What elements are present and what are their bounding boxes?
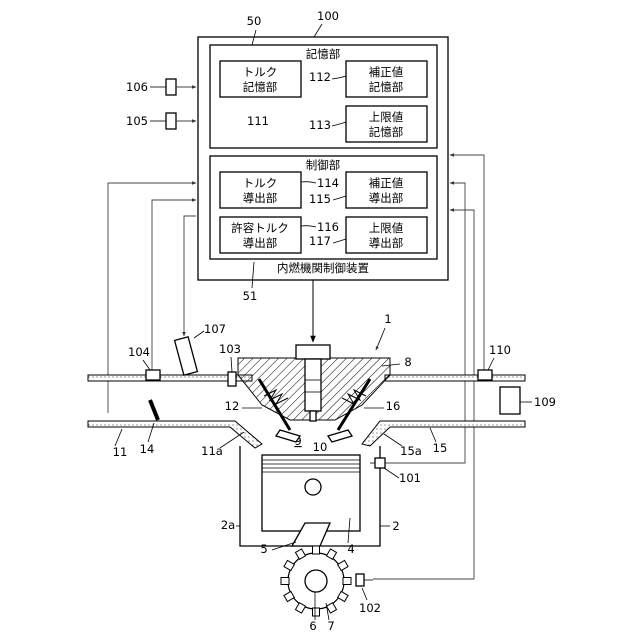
- sensor-107-label: 107: [204, 322, 226, 336]
- cylinder-wall-label: 2a: [221, 518, 235, 532]
- allowable-torque-derivation-line2: 導出部: [243, 236, 278, 250]
- sensor-106-label: 106: [126, 80, 148, 94]
- sensor-107: [175, 337, 198, 375]
- allowable-torque-derivation-ref: 116: [317, 220, 339, 234]
- exhaust-opening-label: 15a: [400, 444, 422, 458]
- signal-line-107: [184, 216, 196, 336]
- crank-wheel-label: 7: [327, 619, 334, 633]
- torque-storage-ref: 111: [247, 114, 269, 128]
- crank-wheel-tooth: [313, 546, 320, 554]
- sensor-102-label: 102: [359, 601, 381, 615]
- sensor-104-leader: [143, 360, 150, 370]
- throttle-label: 14: [140, 442, 155, 456]
- signal-line-110: [450, 155, 484, 372]
- sensor-104: [146, 370, 160, 380]
- exhaust-valve-head: [328, 430, 352, 442]
- crankshaft: [305, 570, 327, 592]
- piston-label: 4: [347, 542, 354, 556]
- storage-title: 記憶部: [306, 47, 341, 61]
- sensor-103-label: 103: [219, 342, 241, 356]
- sensor-104-label: 104: [128, 345, 150, 359]
- torque-derivation-line2: 導出部: [243, 191, 278, 205]
- upper-limit-derivation-line1: 上限値: [369, 221, 404, 235]
- plug-label: 10: [313, 440, 328, 454]
- sensor-103: [228, 372, 236, 386]
- sensor-101: [375, 458, 385, 468]
- allowable-torque-derivation-line1: 許容トルク: [231, 221, 289, 235]
- sensor-105-label: 105: [126, 114, 148, 128]
- intake-valve-head: [276, 430, 300, 442]
- injector-body: [305, 359, 321, 411]
- crankshaft-label: 6: [309, 619, 316, 633]
- upper-limit-storage-line2: 記憶部: [369, 125, 404, 139]
- upper-limit-derivation-ref: 117: [309, 234, 331, 248]
- sensor-101-leader: [384, 468, 399, 478]
- engine-label-arrow: [376, 328, 385, 350]
- sensor-110: [478, 370, 492, 380]
- sensor-110-label: 110: [489, 343, 511, 357]
- sensor-107-leader: [194, 331, 204, 338]
- spark-plug-tip: [310, 411, 316, 421]
- torque-derivation-ref: 114: [317, 176, 339, 190]
- ecu-caption: 内燃機関制御装置: [277, 261, 369, 275]
- torque-storage-line1: トルク: [243, 65, 278, 79]
- sensor-102: [356, 574, 364, 586]
- control-title: 制御部: [306, 158, 341, 172]
- sensor-105: [166, 113, 176, 129]
- intake-lower-wall: [88, 421, 262, 448]
- throttle-valve: [150, 400, 158, 420]
- sensor-109: [500, 387, 520, 414]
- intake-valve-label: 12: [225, 399, 240, 413]
- intake-opening-leader: [220, 432, 244, 448]
- crank-wheel-tooth: [343, 578, 351, 585]
- control-ref: 51: [243, 289, 258, 303]
- crank-wheel-tooth: [281, 578, 289, 585]
- torque-derivation-line1: トルク: [243, 176, 278, 190]
- exhaust-upper-wall: [385, 375, 525, 381]
- injector-top: [296, 345, 330, 359]
- sensor-106: [166, 79, 176, 95]
- exhaust-opening-leader: [384, 434, 402, 446]
- torque-storage-line2: 記憶部: [243, 80, 278, 94]
- upper-limit-storage-ref: 113: [309, 118, 331, 132]
- ecu-ref: 100: [317, 9, 339, 23]
- correction-derivation-line2: 導出部: [369, 191, 404, 205]
- ecu-ref-leader: [314, 24, 322, 37]
- intake-port-leader: [115, 429, 122, 446]
- engine-label: 1: [384, 312, 391, 326]
- correction-storage-ref: 112: [309, 70, 331, 84]
- sensor-109-label: 109: [534, 395, 556, 409]
- piston-pin: [305, 479, 321, 495]
- upper-limit-derivation-line2: 導出部: [369, 236, 404, 250]
- correction-storage-line1: 補正値: [369, 65, 404, 79]
- sensor-102-leader: [362, 588, 367, 600]
- correction-derivation-line1: 補正値: [369, 176, 404, 190]
- correction-storage-line2: 記憶部: [369, 80, 404, 94]
- head-label: 8: [404, 355, 411, 369]
- storage-ref: 50: [247, 14, 262, 28]
- intake-port-label: 11: [113, 445, 128, 459]
- exhaust-pipe-leader: [430, 428, 436, 442]
- cylinder-label: 2: [392, 519, 399, 533]
- intake-opening-label: 11a: [201, 444, 223, 458]
- sensor-110-leader: [488, 358, 494, 370]
- sensor-101-label: 101: [399, 471, 421, 485]
- conrod-label: 5: [260, 542, 267, 556]
- upper-limit-storage-line1: 上限値: [369, 110, 404, 124]
- correction-derivation-ref: 115: [309, 192, 331, 206]
- sensor-103-leader: [231, 357, 232, 372]
- exhaust-valve-label: 16: [386, 399, 401, 413]
- exhaust-pipe-label: 15: [433, 441, 448, 455]
- crank-wheel-tooth: [313, 608, 320, 616]
